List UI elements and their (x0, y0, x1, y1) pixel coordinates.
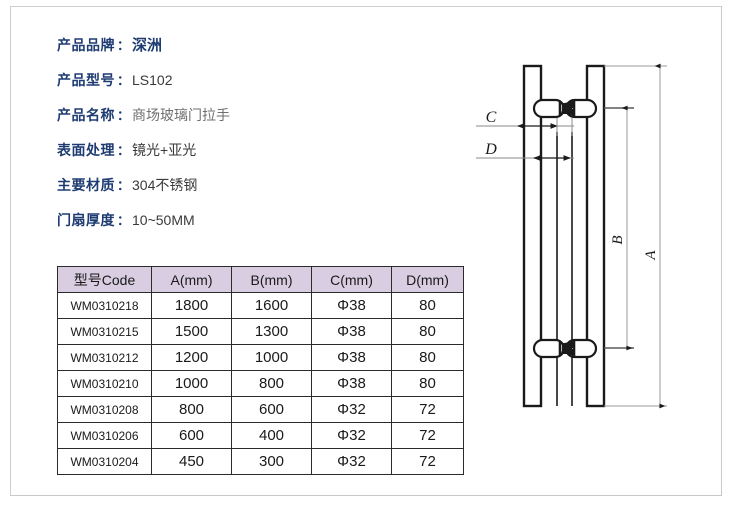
table-header-code: 型号Code (57, 266, 152, 293)
dimension-c-label: C (486, 109, 497, 126)
technical-drawing: A B C D (462, 40, 712, 460)
spec-colon-brand: ： (117, 38, 131, 53)
table-header-c: C(mm) (311, 266, 392, 293)
spec-label-model: 产品型号 (57, 72, 115, 88)
cell-b: 1600 (231, 292, 312, 319)
cell-code: WM0310212 (57, 344, 152, 371)
handle-bar-left (522, 64, 543, 408)
cell-b: 800 (231, 370, 312, 397)
cell-a: 800 (151, 396, 232, 423)
cell-c: Φ32 (311, 448, 392, 475)
cell-c: Φ38 (311, 370, 392, 397)
dimension-b-label: B (610, 235, 626, 244)
cell-d: 72 (391, 396, 464, 423)
table-row: WM0310215 1500 1300 Φ38 80 (57, 318, 464, 345)
spec-label-finish: 表面处理 (57, 142, 115, 158)
cell-c: Φ38 (311, 344, 392, 371)
cell-a: 1800 (151, 292, 232, 319)
cell-d: 72 (391, 448, 464, 475)
cell-a: 1200 (151, 344, 232, 371)
table-header-row: 型号Code A(mm) B(mm) C(mm) D(mm) (57, 266, 464, 293)
spec-colon-name: ： (117, 108, 131, 123)
cell-a: 600 (151, 422, 232, 449)
table-row: WM0310208 800 600 Φ32 72 (57, 396, 464, 423)
spec-label-brand: 产品品牌 (57, 37, 115, 53)
spec-row-name: 产品名称：商场玻璃门拉手 (57, 98, 437, 133)
specification-list: 产品品牌：深洲 产品型号：LS102 产品名称：商场玻璃门拉手 表面处理：镜光+… (57, 28, 437, 238)
dimension-d: D (476, 141, 574, 161)
dimension-a: A (604, 63, 667, 409)
spec-value-name: 商场玻璃门拉手 (132, 107, 231, 123)
cell-c: Φ32 (311, 396, 392, 423)
spec-colon-model: ： (117, 73, 131, 88)
spec-label-door-thickness: 门扇厚度 (57, 212, 115, 228)
table-header-b: B(mm) (231, 266, 312, 293)
cell-d: 80 (391, 370, 464, 397)
cell-a: 450 (151, 448, 232, 475)
cell-c: Φ38 (311, 318, 392, 345)
spec-colon-material: ： (117, 178, 131, 193)
spec-value-brand: 深洲 (132, 37, 163, 54)
table-row: WM0310210 1000 800 Φ38 80 (57, 370, 464, 397)
cell-code: WM0310208 (57, 396, 152, 423)
table-header-d: D(mm) (391, 266, 464, 293)
table-row: WM0310204 450 300 Φ32 72 (57, 448, 464, 475)
cell-d: 80 (391, 318, 464, 345)
spec-row-model: 产品型号：LS102 (57, 63, 437, 98)
dimension-c: C (476, 109, 574, 136)
spec-value-door-thickness: 10~50MM (132, 212, 195, 228)
table-row: WM0310212 1200 1000 Φ38 80 (57, 344, 464, 371)
cell-a: 1000 (151, 370, 232, 397)
cell-d: 80 (391, 344, 464, 371)
dimension-a-label: A (643, 250, 659, 261)
cell-code: WM0310218 (57, 292, 152, 319)
table-row: WM0310206 600 400 Φ32 72 (57, 422, 464, 449)
spec-colon-door-thickness: ： (117, 213, 131, 228)
spec-row-material: 主要材质：304不锈钢 (57, 168, 437, 203)
cell-d: 80 (391, 292, 464, 319)
cell-c: Φ38 (311, 292, 392, 319)
handle-bar-right (585, 64, 606, 408)
cell-d: 72 (391, 422, 464, 449)
spec-row-brand: 产品品牌：深洲 (57, 28, 437, 63)
spec-value-finish: 镜光+亚光 (132, 142, 197, 158)
spec-value-material: 304不锈钢 (132, 177, 198, 193)
table-header-a: A(mm) (151, 266, 232, 293)
spec-label-material: 主要材质 (57, 177, 115, 193)
cell-b: 1000 (231, 344, 312, 371)
standoff-connector-bottom (532, 338, 598, 359)
spec-row-finish: 表面处理：镜光+亚光 (57, 133, 437, 168)
standoff-connector-top (532, 98, 598, 119)
dimension-d-label: D (484, 141, 497, 158)
spec-colon-finish: ： (117, 143, 131, 158)
cell-b: 300 (231, 448, 312, 475)
cell-a: 1500 (151, 318, 232, 345)
cell-c: Φ32 (311, 422, 392, 449)
cell-code: WM0310210 (57, 370, 152, 397)
cell-b: 1300 (231, 318, 312, 345)
cell-b: 400 (231, 422, 312, 449)
cell-code: WM0310206 (57, 422, 152, 449)
dimension-b: B (604, 105, 634, 351)
spec-label-name: 产品名称 (57, 107, 115, 123)
table-row: WM0310218 1800 1600 Φ38 80 (57, 292, 464, 319)
glass-panel-lines (556, 132, 573, 406)
spec-row-door-thickness: 门扇厚度：10~50MM (57, 203, 437, 238)
cell-code: WM0310204 (57, 448, 152, 475)
cell-b: 600 (231, 396, 312, 423)
cell-code: WM0310215 (57, 318, 152, 345)
spec-value-model: LS102 (132, 72, 173, 88)
dimension-table: 型号Code A(mm) B(mm) C(mm) D(mm) WM0310218… (57, 266, 464, 475)
